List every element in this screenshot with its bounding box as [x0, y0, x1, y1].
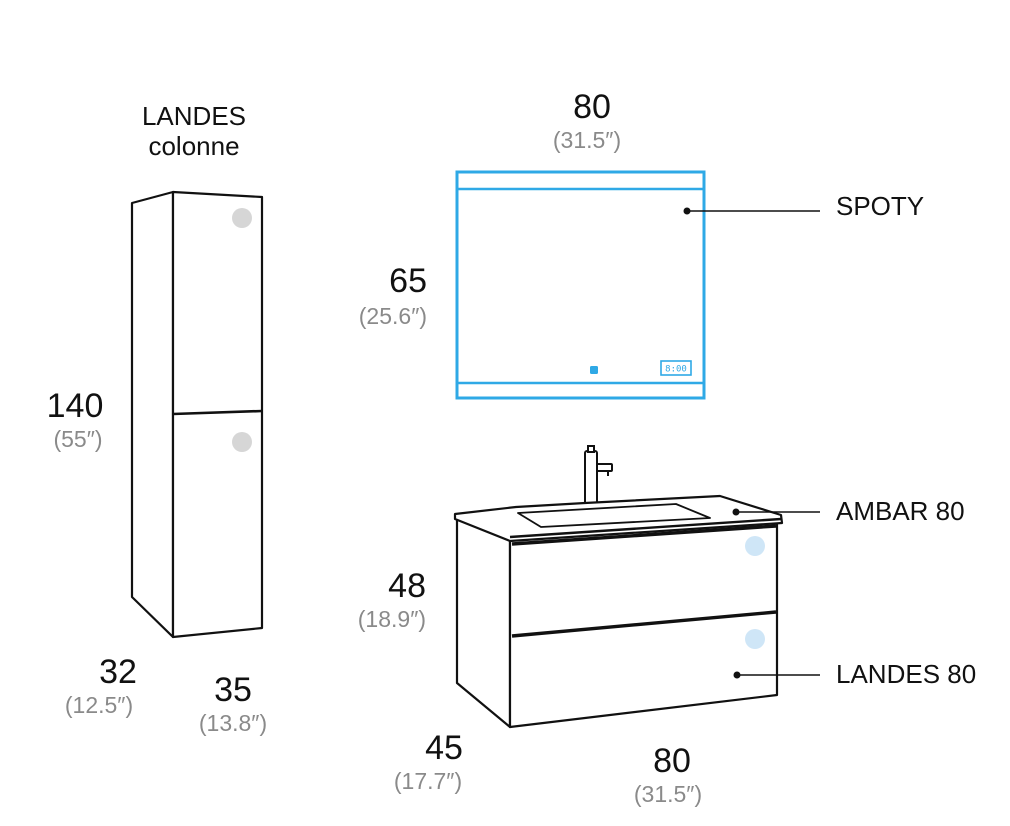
- drawer-split-handle: [511, 610, 777, 638]
- mirror-height-inches: (25.6″): [358, 303, 427, 329]
- drawer-lower-knob: [745, 629, 765, 649]
- column-title-line1: LANDES: [141, 101, 247, 131]
- countertop-front-edge: [509, 517, 782, 539]
- column-upper-knob: [232, 208, 252, 228]
- column-door-split: [172, 409, 263, 416]
- vanity-product-name: LANDES 80: [836, 659, 977, 689]
- countertop-product-name: AMBAR 80: [836, 496, 965, 526]
- vanity-height-value: 48: [388, 567, 426, 605]
- vanity-height-inches: (18.9″): [357, 606, 426, 632]
- column-width-value: 35: [214, 671, 252, 709]
- mirror-clock-text: 8:00: [665, 365, 687, 375]
- leader-landes-dot: [733, 671, 741, 679]
- leader-ambar-dot: [732, 508, 740, 516]
- column-title-line2: colonne: [148, 131, 240, 161]
- drawer-upper-knob: [745, 536, 765, 556]
- column-side-panel: [130, 190, 175, 639]
- vanity-width-value: 80: [653, 742, 691, 780]
- column-width-inches: (13.8″): [198, 710, 268, 736]
- basin-bowl: [517, 503, 711, 528]
- vanity-unit: [453, 494, 784, 729]
- mirror-height-value: 65: [389, 262, 427, 300]
- mirror-product-name: SPOTY: [836, 191, 925, 221]
- drawer-top-handle: [511, 524, 777, 546]
- vanity-width-inches: (31.5″): [633, 781, 703, 807]
- vanity-depth-inches: (17.7″): [393, 768, 463, 794]
- column-height-value: 140: [46, 387, 104, 425]
- leader-spoty-dot: [683, 207, 691, 215]
- callout-leaders: [683, 207, 820, 679]
- vanity-depth-value: 45: [425, 729, 463, 767]
- mirror-width-value: 80: [573, 88, 611, 126]
- mirror: 8:00: [455, 170, 706, 400]
- column-lower-knob: [232, 432, 252, 452]
- column-cabinet: [130, 190, 264, 639]
- column-front-panel: [171, 190, 264, 639]
- mirror-clock-display: [660, 360, 692, 376]
- column-depth-inches: (12.5″): [64, 692, 134, 718]
- column-height-inches: (55″): [53, 426, 103, 452]
- vanity-side-panel: [455, 515, 512, 729]
- faucet-icon: [584, 445, 613, 506]
- mirror-frame: [455, 170, 706, 400]
- mirror-width-inches: (31.5″): [552, 127, 622, 153]
- mirror-touch-sensor-icon: [590, 366, 598, 374]
- column-depth-value: 32: [99, 653, 137, 691]
